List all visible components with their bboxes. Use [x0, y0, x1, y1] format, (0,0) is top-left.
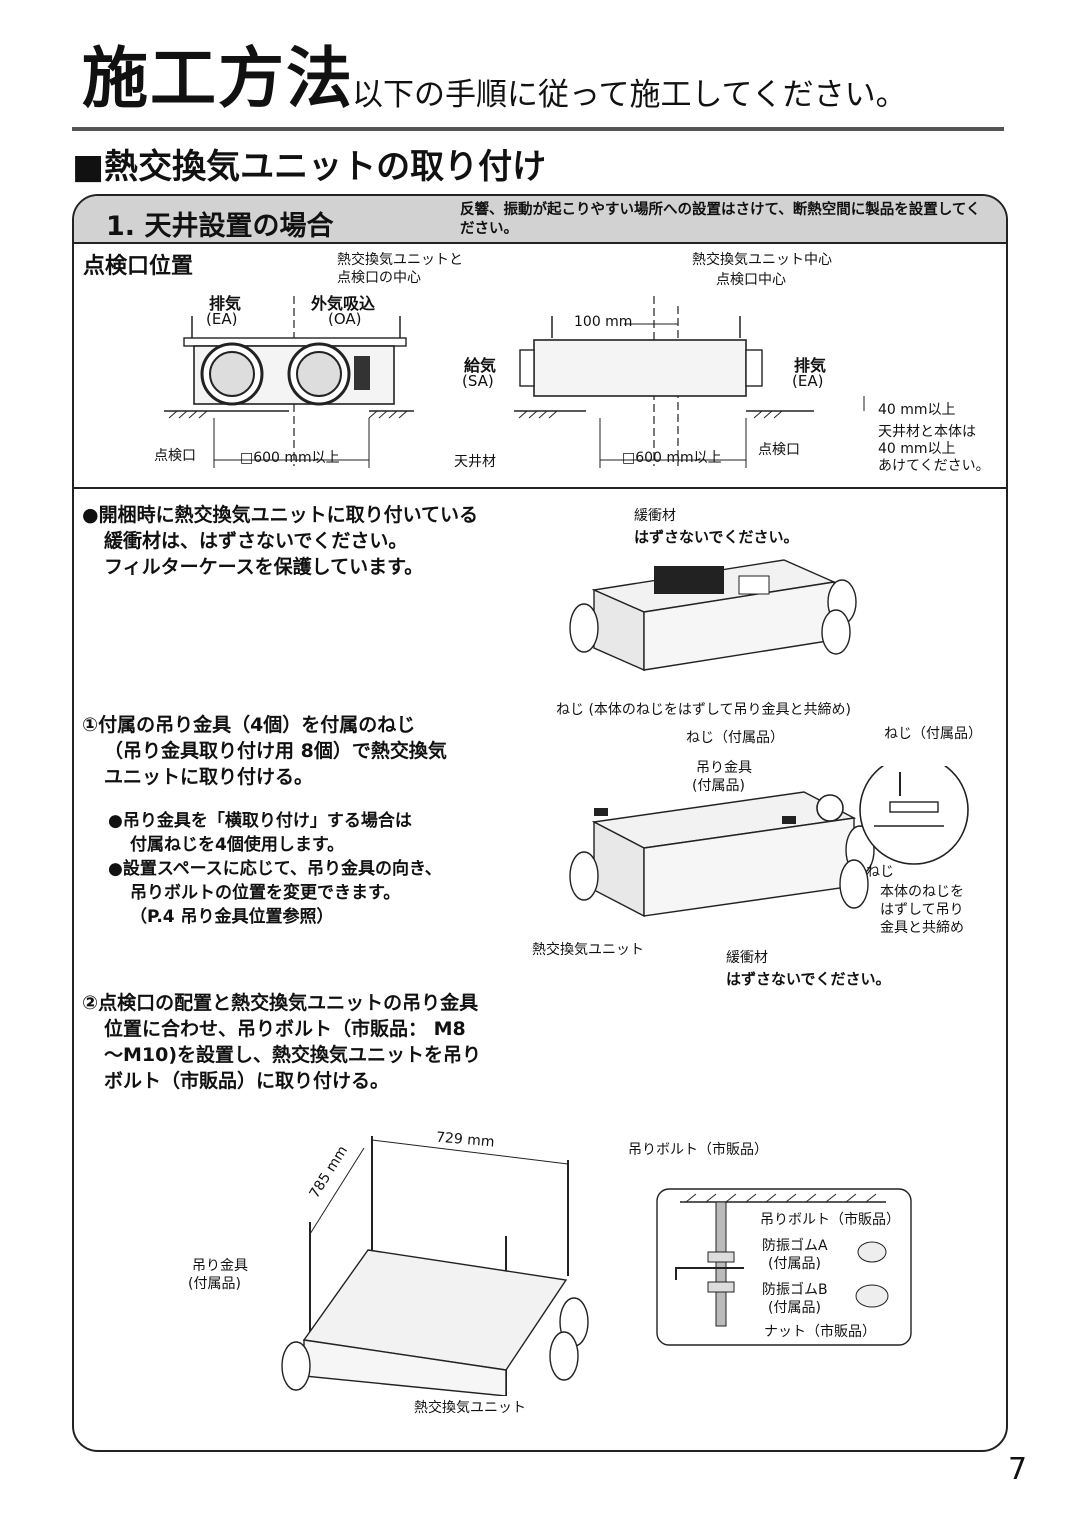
gap-note-3: あけてください。 — [878, 458, 990, 474]
cushion-warning: はずさないでください。 — [634, 528, 799, 546]
front-view-diagram — [164, 296, 414, 468]
step1-bullet1-2: 付属ねじを4個使用します。 — [130, 835, 345, 855]
screw-label: ねじ — [866, 864, 894, 880]
step1-line-3: ユニットに取り付ける。 — [104, 766, 314, 788]
hatch-label-right: 点検口 — [758, 442, 800, 458]
hatch-center-label: 点検口中心 — [716, 272, 786, 288]
title-divider — [72, 127, 1004, 131]
hatch-label-left: 点検口 — [154, 448, 196, 464]
outside-air-code: (OA) — [328, 310, 362, 328]
installation-panel: 1. 天井設置の場合 反響、振動が起こりやすい場所への設置はさけて、断熱空間に製… — [72, 194, 1008, 1452]
bracket-acc-label-step2: (付属品) — [188, 1276, 241, 1292]
packing-note-2: 緩衝材は、はずさないでください。 — [104, 530, 408, 552]
step1-bullet2-2: 吊りボルトの位置を変更できます。 — [130, 883, 401, 903]
bracket-mounting-diagram — [569, 766, 969, 918]
screw-acc-label-2: ねじ（付属品） — [884, 726, 982, 742]
exhaust-label: 排気 — [209, 294, 242, 313]
gap-note-1: 天井材と本体は — [878, 424, 976, 440]
bracket-label: 吊り金具 — [696, 760, 752, 776]
dim-label-left: □600 mm以上 — [240, 450, 340, 466]
screw-note-3: 金具と共締め — [880, 920, 964, 936]
exhaust-code-right: (EA) — [792, 372, 824, 390]
gap-note-2: 40 mm以上 — [878, 441, 956, 457]
detail-bolt-label: 吊りボルト（市販品） — [760, 1212, 900, 1228]
unit-center-label: 熱交換気ユニット中心 — [692, 252, 832, 268]
gap-label: 40 mm以上 — [878, 402, 956, 418]
step2-line-1: ②点検口の配置と熱交換気ユニットの吊り金具 — [82, 992, 479, 1014]
nut-label: ナット（市販品） — [764, 1324, 876, 1340]
step1-bullet2-3: （P.4 吊り金具位置参照） — [130, 907, 334, 927]
exhaust-label-right: 排気 — [794, 356, 827, 375]
bolt-label: 吊りボルト（市販品） — [628, 1142, 768, 1158]
step2-line-4: ボルト（市販品）に取り付ける。 — [104, 1070, 390, 1092]
side-view-diagram — [514, 296, 865, 468]
cushion-label: 緩衝材 — [634, 508, 676, 524]
step1-bullet2-1: ●設置スペースに応じて、吊り金具の向き、 — [108, 859, 442, 879]
screw-body-label: ねじ (本体のねじをはずして吊り金具と共締め) — [556, 702, 851, 718]
bolt-detail-box — [656, 1188, 912, 1346]
step2-line-2: 位置に合わせ、吊りボルト（市販品： M8 — [104, 1018, 466, 1040]
step1-bullet1-1: ●吊り金具を「横取り付け」する場合は — [108, 811, 412, 831]
exhaust-code: (EA) — [206, 310, 238, 328]
supply-code: (SA) — [462, 372, 494, 390]
offset-label: 100 mm — [574, 314, 633, 330]
unit-label-step1: 熱交換気ユニット — [532, 942, 644, 958]
hanging-bolt-diagram — [281, 1136, 589, 1396]
rubber-a-acc: (付属品) — [768, 1256, 821, 1272]
packing-note-1: ●開梱時に熱交換気ユニットに取り付いている — [82, 504, 479, 526]
panel-header: 1. 天井設置の場合 反響、振動が起こりやすい場所への設置はさけて、断熱空間に製… — [74, 196, 1006, 244]
center-label-1: 熱交換気ユニットと — [337, 252, 463, 268]
center-label-2: 点検口の中心 — [337, 270, 421, 286]
page-subtitle: 以下の手順に従って施工してください。 — [352, 77, 907, 113]
rubber-a-label: 防振ゴムA — [762, 1238, 828, 1254]
step2-line-3: ～M10)を設置し、熱交換気ユニットを吊り — [104, 1044, 482, 1066]
panel-divider — [74, 487, 1006, 489]
step1-line-2: （吊り金具取り付け用 8個）で熱交換気 — [104, 740, 447, 762]
case-note: 反響、振動が起こりやすい場所への設置はさけて、断熱空間に製品を設置してください。 — [460, 202, 981, 237]
section-title: ■熱交換気ユニットの取り付け — [72, 147, 547, 187]
page-number: 7 — [1008, 1452, 1028, 1487]
rubber-b-acc: (付属品) — [768, 1300, 821, 1316]
cushion-label-step1: 緩衝材 — [726, 950, 768, 966]
packing-note-3: フィルターケースを保護しています。 — [104, 556, 424, 578]
supply-label: 給気 — [464, 356, 497, 375]
screw-note-2: はずして吊り — [880, 902, 964, 918]
unit-label-step2: 熱交換気ユニット — [414, 1400, 526, 1416]
screw-note-1: 本体のねじを — [880, 884, 964, 900]
dim-label-right: □600 mm以上 — [622, 450, 722, 466]
ceiling-label: 天井材 — [454, 454, 496, 470]
unit-with-cushion-diagram — [569, 559, 857, 672]
bracket-acc-label: (付属品) — [692, 778, 745, 794]
rubber-b-label: 防振ゴムB — [762, 1282, 828, 1298]
screw-acc-label: ねじ（付属品） — [686, 730, 784, 746]
inspection-heading: 点検口位置 — [83, 254, 194, 279]
step1-line-1: ①付属の吊り金具（4個）を付属のねじ — [82, 714, 416, 736]
cushion-warning-step1: はずさないでください。 — [726, 970, 891, 988]
outside-air-label: 外気吸込 — [311, 294, 376, 313]
case-label: 1. 天井設置の場合 — [106, 211, 334, 242]
bracket-label-step2: 吊り金具 — [192, 1258, 248, 1274]
page-title: 施工方法 — [82, 40, 354, 117]
